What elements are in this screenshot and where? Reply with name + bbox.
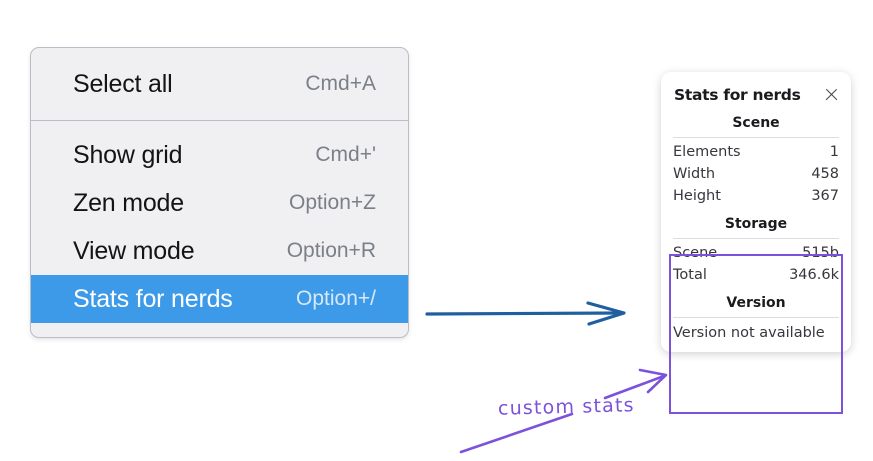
stats-for-nerds-panel: Stats for nerds Scene Elements 1 Width 4…	[661, 72, 851, 414]
menu-item-label: Show grid	[73, 140, 183, 169]
stat-row-elements: Elements 1	[673, 141, 839, 163]
menu-item-label: Zen mode	[73, 188, 184, 217]
menu-item-stats-for-nerds[interactable]: Stats for nerds Option+/	[31, 275, 408, 323]
stat-label: Width	[673, 166, 716, 182]
stat-row-width: Width 458	[673, 163, 839, 185]
context-menu-group-1: Select all Cmd+A	[31, 48, 408, 120]
menu-item-shortcut: Cmd+'	[315, 143, 376, 166]
section-rule	[673, 238, 839, 239]
storage-section: Storage Scene 515b Total 346.6k	[661, 207, 851, 286]
section-heading-version: Version	[726, 295, 786, 311]
section-rule	[673, 137, 839, 138]
scene-section: Scene Elements 1 Width 458 Height 367	[661, 106, 851, 207]
menu-footer-spacer	[31, 323, 408, 337]
context-menu-group-2: Show grid Cmd+' Zen mode Option+Z View m…	[31, 121, 408, 337]
menu-item-select-all[interactable]: Select all Cmd+A	[31, 60, 408, 108]
menu-item-zen-mode[interactable]: Zen mode Option+Z	[31, 179, 408, 227]
stat-label: Elements	[673, 144, 741, 160]
menu-item-label: View mode	[73, 236, 195, 265]
stat-value: 515b	[802, 245, 839, 261]
menu-separator	[31, 120, 408, 121]
menu-item-shortcut: Option+Z	[289, 191, 376, 214]
stat-value: 367	[811, 188, 839, 204]
menu-item-show-grid[interactable]: Show grid Cmd+'	[31, 131, 408, 179]
panel-header: Stats for nerds	[661, 82, 851, 106]
stat-row-scene: Scene 515b	[673, 242, 839, 264]
section-heading-scene: Scene	[732, 115, 780, 131]
stat-value: 1	[829, 144, 839, 160]
menu-item-shortcut: Option+R	[286, 239, 376, 262]
section-rule	[673, 317, 839, 318]
context-menu[interactable]: Select all Cmd+A Show grid Cmd+' Zen mod…	[30, 47, 409, 338]
handwritten-note: custom stats	[497, 394, 636, 420]
menu-item-view-mode[interactable]: View mode Option+R	[31, 227, 408, 275]
stat-label: Scene	[673, 245, 718, 261]
stat-value: 346.6k	[789, 267, 839, 283]
close-icon[interactable]	[823, 87, 839, 103]
version-text: Version not available	[673, 325, 825, 341]
section-heading-storage: Storage	[724, 216, 788, 232]
menu-item-shortcut: Cmd+A	[305, 72, 376, 95]
purple-underline-annotation	[459, 412, 574, 454]
stat-row-total: Total 346.6k	[673, 264, 839, 286]
blue-arrow-annotation	[425, 301, 626, 326]
menu-item-label: Stats for nerds	[73, 284, 233, 313]
menu-item-shortcut: Option+/	[296, 287, 376, 310]
version-section: Version Version not available	[661, 286, 851, 343]
stat-label: Total	[673, 267, 707, 283]
stat-row-height: Height 367	[673, 185, 839, 207]
stat-label: Height	[673, 188, 721, 204]
stat-value: 458	[811, 166, 839, 182]
panel-title: Stats for nerds	[674, 86, 801, 104]
menu-item-label: Select all	[73, 69, 173, 98]
